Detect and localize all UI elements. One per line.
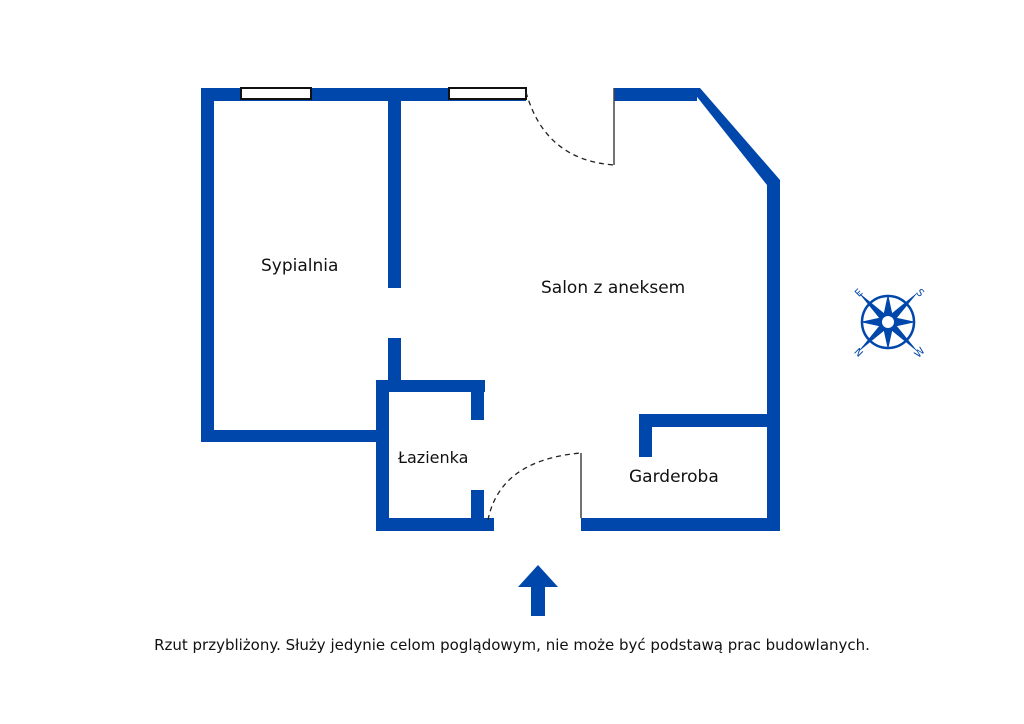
disclaimer-text: Rzut przybliżony. Służy jedynie celom po… (154, 636, 870, 654)
room-label-bedroom: Sypialnia (261, 256, 339, 276)
left-wall (201, 88, 214, 442)
entrance-door-swing (487, 452, 582, 521)
bottom-right-wall (581, 518, 780, 531)
right-wall (767, 180, 780, 531)
top-wall-right (614, 88, 697, 101)
bathroom-left-wall (376, 380, 389, 531)
bathroom-bottom-wall (376, 518, 494, 531)
window-living (448, 87, 527, 100)
bathroom-right-wall-upper (471, 380, 484, 420)
bedroom-partition-lower (388, 338, 401, 382)
room-label-bathroom: Łazienka (398, 448, 469, 467)
compass-w: W (913, 346, 928, 361)
entrance-arrow-icon (518, 565, 558, 616)
compass-icon: E S N W (851, 287, 927, 360)
diagonal-wall (690, 88, 780, 192)
door-swing-top (525, 91, 615, 166)
compass-s: S (914, 287, 926, 299)
wardrobe-stub-wall (639, 414, 652, 457)
bathroom-top-wall (376, 380, 485, 392)
room-label-wardrobe: Garderoba (629, 467, 719, 487)
bathroom-right-wall-lower (471, 490, 484, 531)
window-bedroom (240, 87, 312, 100)
bedroom-partition-upper (388, 88, 401, 288)
compass-n: N (851, 347, 864, 360)
walls (201, 88, 780, 531)
bedroom-bottom-wall (201, 430, 387, 442)
wardrobe-top-wall (639, 414, 780, 427)
room-label-living: Salon z aneksem (541, 278, 686, 298)
